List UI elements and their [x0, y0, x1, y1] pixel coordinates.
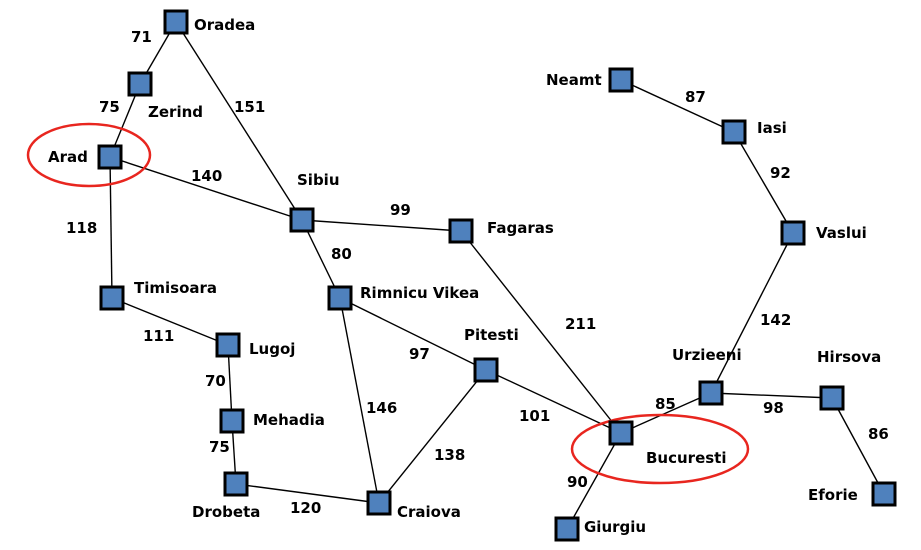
city-label-zerind: Zerind	[148, 103, 203, 121]
distance-rimnicu-pitesti: 97	[409, 345, 430, 363]
road-oradea-sibiu	[175, 21, 303, 221]
distance-rimnicu-craiova: 146	[366, 399, 397, 417]
road-arad-timisoara	[109, 156, 113, 299]
city-label-fagaras: Fagaras	[487, 219, 554, 237]
distance-drobeta-craiova: 120	[290, 499, 321, 517]
distance-oradea-zerind: 71	[131, 28, 152, 46]
distance-bucuresti-giurgiu: 90	[567, 473, 588, 491]
node-lugoj	[215, 332, 241, 358]
road-lugoj-mehadia	[227, 344, 233, 422]
distance-pitesti-craiova: 138	[434, 446, 465, 464]
road-urzieeni-hirsova	[710, 392, 833, 399]
road-vaslui-iasi	[733, 131, 794, 234]
node-vaslui	[780, 220, 806, 246]
node-rimnicu	[327, 285, 353, 311]
road-bucuresti-giurgiu	[566, 432, 622, 530]
node-craiova	[366, 490, 392, 516]
distance-vaslui-iasi: 92	[770, 164, 791, 182]
node-oradea	[163, 9, 189, 35]
city-label-neamt: Neamt	[546, 71, 602, 89]
road-hirsova-eforie	[831, 397, 885, 495]
node-hirsova	[819, 385, 845, 411]
city-label-oradea: Oradea	[194, 16, 255, 34]
distance-sibiu-fagaras: 99	[390, 201, 411, 219]
city-label-arad: Arad	[48, 148, 88, 166]
distance-mehadia-drobeta: 75	[209, 438, 230, 456]
city-label-hirsova: Hirsova	[817, 348, 881, 366]
city-label-rimnicu: Rimnicu Vikea	[360, 284, 479, 302]
road-bucuresti-urzieeni	[620, 392, 712, 434]
start-city-highlight	[26, 122, 152, 188]
distance-timisoara-lugoj: 111	[143, 327, 174, 345]
node-neamt	[608, 67, 634, 93]
city-label-bucuresti: Bucuresti	[646, 449, 727, 467]
road-pitesti-craiova	[378, 369, 487, 504]
node-giurgiu	[554, 516, 580, 542]
distance-lugoj-mehadia: 70	[205, 372, 226, 390]
city-label-sibiu: Sibiu	[297, 171, 340, 189]
node-mehadia	[219, 408, 245, 434]
node-urzieeni	[698, 380, 724, 406]
distance-bucuresti-urzieeni: 85	[655, 395, 676, 413]
road-sibiu-fagaras	[301, 219, 462, 232]
distance-labels: 71 75 151 140 118 111 70 75 120 99 80 97…	[66, 28, 889, 517]
city-label-iasi: Iasi	[757, 119, 787, 137]
road-rimnicu-craiova	[339, 297, 380, 504]
node-drobeta	[223, 471, 249, 497]
road-drobeta-craiova	[235, 483, 380, 504]
city-labels: Oradea Zerind Arad Sibiu Timisoara Lugoj…	[48, 16, 881, 536]
city-label-urzieeni: Urzieeni	[672, 346, 742, 364]
road-timisoara-lugoj	[111, 297, 229, 346]
distance-arad-timisoara: 118	[66, 219, 97, 237]
node-zerind	[127, 71, 153, 97]
node-timisoara	[99, 285, 125, 311]
node-eforie	[871, 481, 897, 507]
city-label-giurgiu: Giurgiu	[584, 518, 646, 536]
distance-oradea-sibiu: 151	[234, 98, 265, 116]
city-label-craiova: Craiova	[397, 503, 461, 521]
distance-arad-sibiu: 140	[191, 167, 222, 185]
road-arad-sibiu	[109, 156, 303, 221]
road-sibiu-rimnicu	[301, 219, 341, 299]
node-arad	[97, 144, 123, 170]
distance-sibiu-rimnicu: 80	[331, 245, 352, 263]
distance-pitesti-bucuresti: 101	[519, 407, 550, 425]
road-pitesti-bucuresti	[485, 369, 622, 434]
roads	[109, 21, 885, 530]
city-label-timisoara: Timisoara	[134, 279, 217, 297]
node-iasi	[721, 119, 747, 145]
city-label-vaslui: Vaslui	[816, 224, 867, 242]
distance-iasi-neamt: 87	[685, 88, 706, 106]
highlights	[26, 122, 750, 485]
node-bucuresti	[608, 420, 634, 446]
distance-urzieeni-vaslui: 142	[760, 311, 791, 329]
distance-fagaras-bucuresti: 211	[565, 315, 596, 333]
road-urzieeni-vaslui	[710, 232, 794, 394]
distance-urzieeni-hirsova: 98	[763, 399, 784, 417]
city-label-mehadia: Mehadia	[253, 411, 325, 429]
road-iasi-neamt	[620, 79, 735, 133]
distance-zerind-arad: 75	[99, 98, 120, 116]
city-label-pitesti: Pitesti	[464, 326, 519, 344]
road-rimnicu-pitesti	[339, 297, 487, 371]
goal-city-highlight	[570, 413, 750, 485]
city-label-drobeta: Drobeta	[192, 503, 260, 521]
node-sibiu	[289, 207, 315, 233]
road-fagaras-bucuresti	[460, 230, 622, 434]
city-nodes	[97, 9, 897, 542]
city-label-eforie: Eforie	[808, 486, 858, 504]
city-label-lugoj: Lugoj	[249, 340, 295, 358]
distance-hirsova-eforie: 86	[868, 425, 889, 443]
node-fagaras	[448, 218, 474, 244]
node-pitesti	[473, 357, 499, 383]
